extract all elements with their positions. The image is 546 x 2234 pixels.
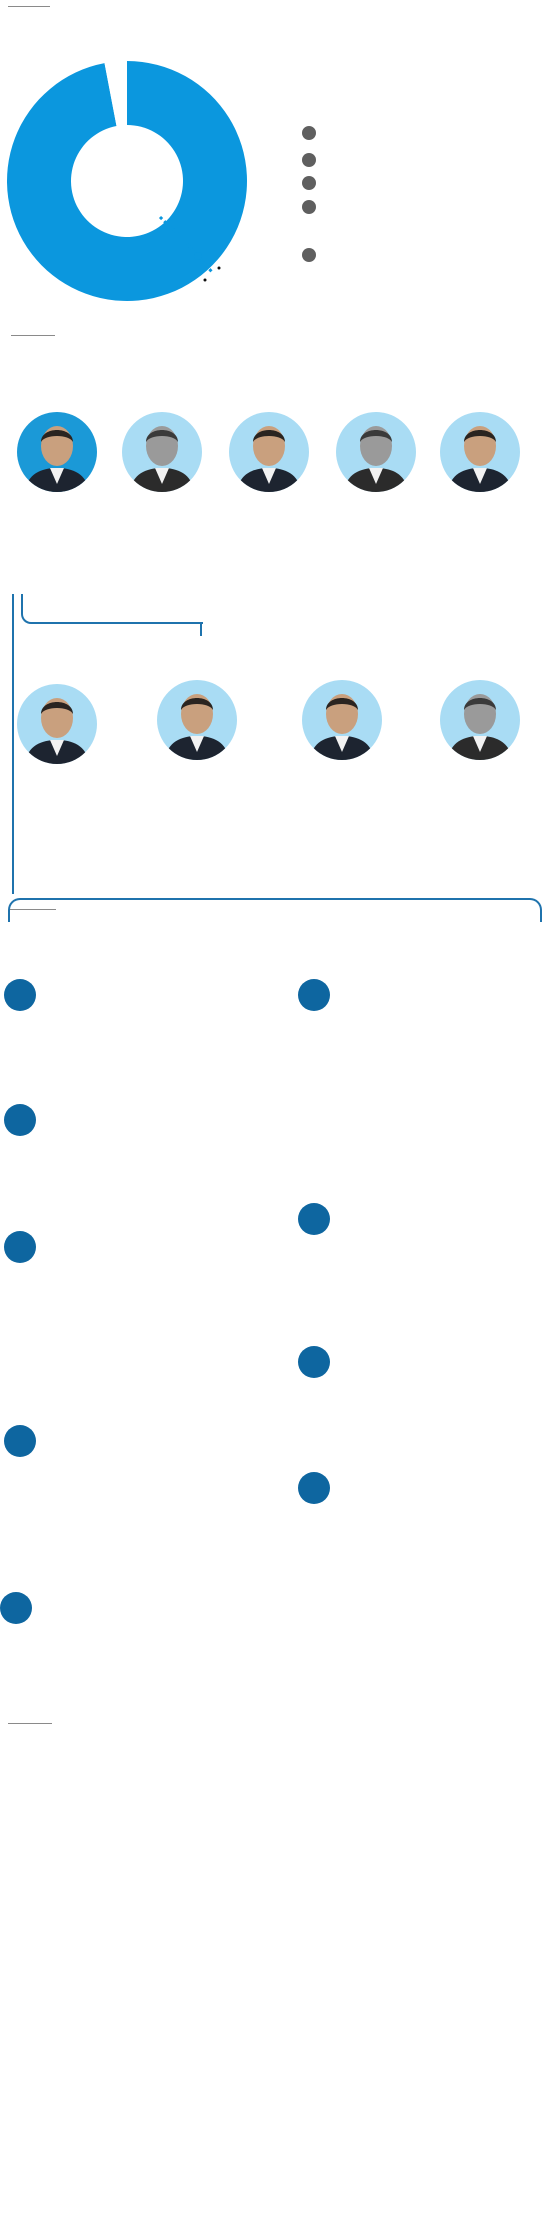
section-rule-3 [10,909,56,910]
person-silhouette-icon [344,426,408,492]
person-silhouette-icon [25,698,89,764]
portrait-6 [17,684,97,764]
bracket-top [21,594,203,624]
section-rule-4 [8,1723,52,1724]
legend-dot-icon [302,200,316,214]
marker-dot [0,1592,32,1624]
legend-dot-icon [302,153,316,167]
donut-segment [7,61,248,302]
marker-dot [4,1104,36,1136]
portrait-4 [336,412,416,492]
person-silhouette-icon [25,426,89,492]
legend-dot-icon [302,248,316,262]
donut-segment [104,61,127,126]
person-silhouette-icon [237,426,301,492]
section-rule-2 [11,335,55,336]
marker-dot [4,979,36,1011]
portrait-9 [440,680,520,760]
portrait-2 [122,412,202,492]
legend-dot-icon [302,126,316,140]
marker-dot [4,1231,36,1263]
person-silhouette-icon [448,426,512,492]
person-silhouette-icon [448,694,512,760]
person-silhouette-icon [130,426,194,492]
marker-dot [298,979,330,1011]
donut-torn-edge [158,215,221,282]
donut-chart [7,61,248,302]
legend-dot-icon [302,176,316,190]
marker-dot [298,1203,330,1235]
portrait-3 [229,412,309,492]
person-silhouette-icon [310,694,374,760]
marker-dot [4,1425,36,1457]
portrait-7 [157,680,237,760]
portrait-1 [17,412,97,492]
marker-dot [298,1472,330,1504]
marker-dot [298,1346,330,1378]
section-rule-1 [8,6,50,7]
portrait-8 [302,680,382,760]
portrait-5 [440,412,520,492]
person-silhouette-icon [165,694,229,760]
